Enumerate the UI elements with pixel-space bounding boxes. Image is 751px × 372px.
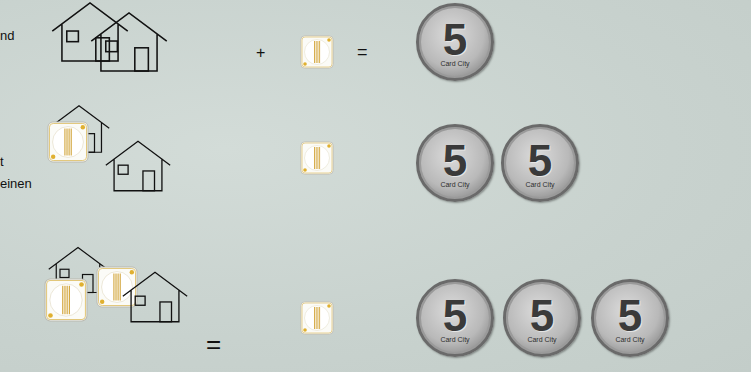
coin-name: Card City <box>440 181 469 188</box>
coin-name: Card City <box>615 336 644 343</box>
operator-sign: = <box>206 331 221 357</box>
coin-name: Card City <box>525 181 554 188</box>
house-icon <box>106 141 170 191</box>
coin-value: 5 <box>618 294 642 338</box>
card-icon <box>301 302 333 334</box>
coin: 5Card City <box>503 279 581 357</box>
coin: 5Card City <box>416 124 494 202</box>
text-fragment: einen <box>0 177 32 190</box>
coin: 5Card City <box>591 279 669 357</box>
coin-name: Card City <box>527 336 556 343</box>
coin-value: 5 <box>530 294 554 338</box>
text-fragment: nd <box>0 29 14 42</box>
coin: 5Card City <box>501 124 579 202</box>
coin-value: 5 <box>528 139 552 183</box>
coin-value: 5 <box>443 139 467 183</box>
card-icon <box>301 142 333 174</box>
text-fragment: t <box>0 155 4 168</box>
coin-name: Card City <box>440 60 469 67</box>
house-icon <box>91 13 166 71</box>
card-icon <box>45 279 87 321</box>
card-icon <box>301 36 333 68</box>
operator-sign: + <box>256 45 265 61</box>
coin: 5Card City <box>416 279 494 357</box>
coin-name: Card City <box>440 336 469 343</box>
coin-value: 5 <box>443 294 467 338</box>
coin-value: 5 <box>443 18 467 62</box>
operator-sign: = <box>357 43 368 61</box>
card-icon <box>48 122 88 162</box>
house-icon <box>123 272 187 322</box>
coin: 5Card City <box>416 3 494 81</box>
